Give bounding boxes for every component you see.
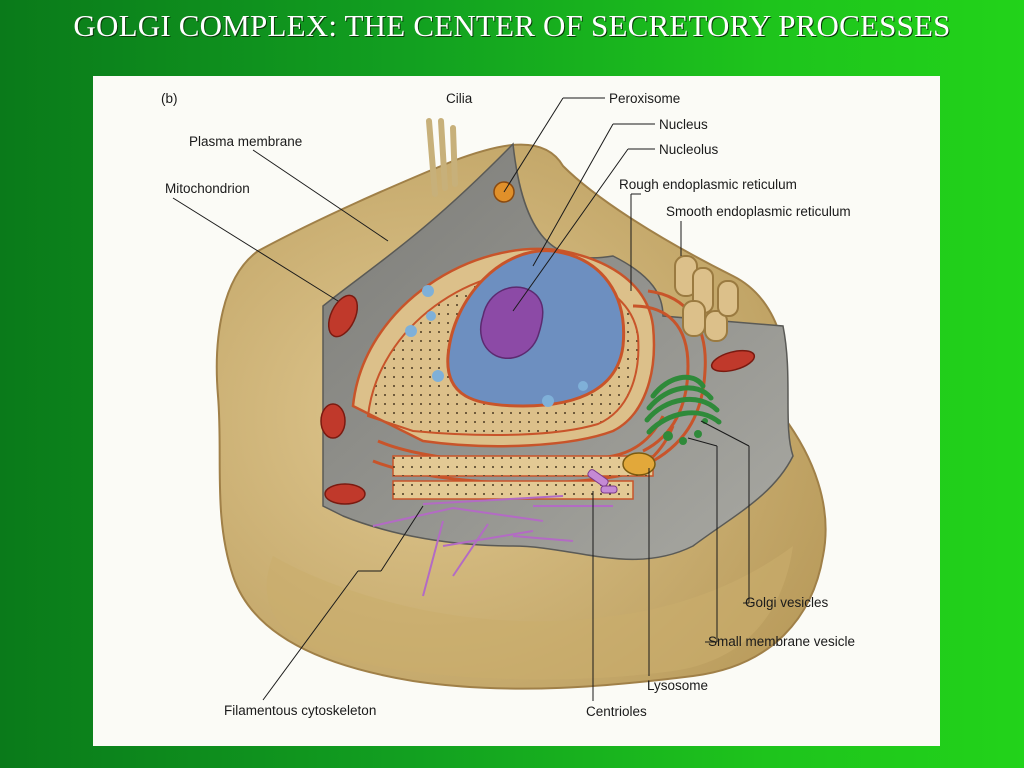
- cell-lower-shading: [266, 546, 794, 680]
- nuclear-pores: [405, 285, 588, 407]
- mitochondrion-shape-2: [320, 403, 346, 439]
- label-rough-er: Rough endoplasmic reticulum: [619, 177, 797, 192]
- label-centrioles: Centrioles: [586, 704, 647, 719]
- label-small-membrane-vesicle: Small membrane vesicle: [708, 634, 855, 649]
- label-lysosome: Lysosome: [647, 678, 708, 693]
- slide-title: GOLGI COMPLEX: THE CENTER OF SECRETORY P…: [73, 8, 951, 43]
- label-cilia: Cilia: [446, 91, 473, 106]
- cell-diagram-figure: (b) Cilia Peroxisome Nucleus Nucleolus P…: [93, 76, 940, 746]
- label-mitochondrion: Mitochondrion: [165, 181, 250, 196]
- cell-diagram-svg: (b) Cilia Peroxisome Nucleus Nucleolus P…: [161, 91, 855, 719]
- label-plasma-membrane: Plasma membrane: [189, 134, 302, 149]
- label-nucleolus: Nucleolus: [659, 142, 719, 157]
- mitochondrion-shape-3: [324, 483, 366, 505]
- panel-letter: (b): [161, 91, 178, 106]
- cilia: [426, 118, 458, 197]
- lysosome-shape: [622, 452, 656, 476]
- centrioles-shape: [587, 469, 618, 494]
- label-peroxisome: Peroxisome: [609, 91, 680, 106]
- label-nucleus: Nucleus: [659, 117, 708, 132]
- label-smooth-er: Smooth endoplasmic reticulum: [666, 204, 851, 219]
- cytoskeleton-shape: [372, 495, 613, 597]
- label-golgi-vesicles: Golgi vesicles: [745, 595, 829, 610]
- golgi-complex-shape: [644, 374, 722, 435]
- mitochondrion-shape-4: [710, 349, 756, 373]
- leader-lines: [172, 97, 750, 701]
- smooth-er-shape: [674, 255, 739, 342]
- mitochondrion-shape-1: [327, 294, 359, 338]
- nucleolus-shape: [480, 286, 544, 359]
- label-filamentous-cytoskeleton: Filamentous cytoskeleton: [224, 703, 376, 718]
